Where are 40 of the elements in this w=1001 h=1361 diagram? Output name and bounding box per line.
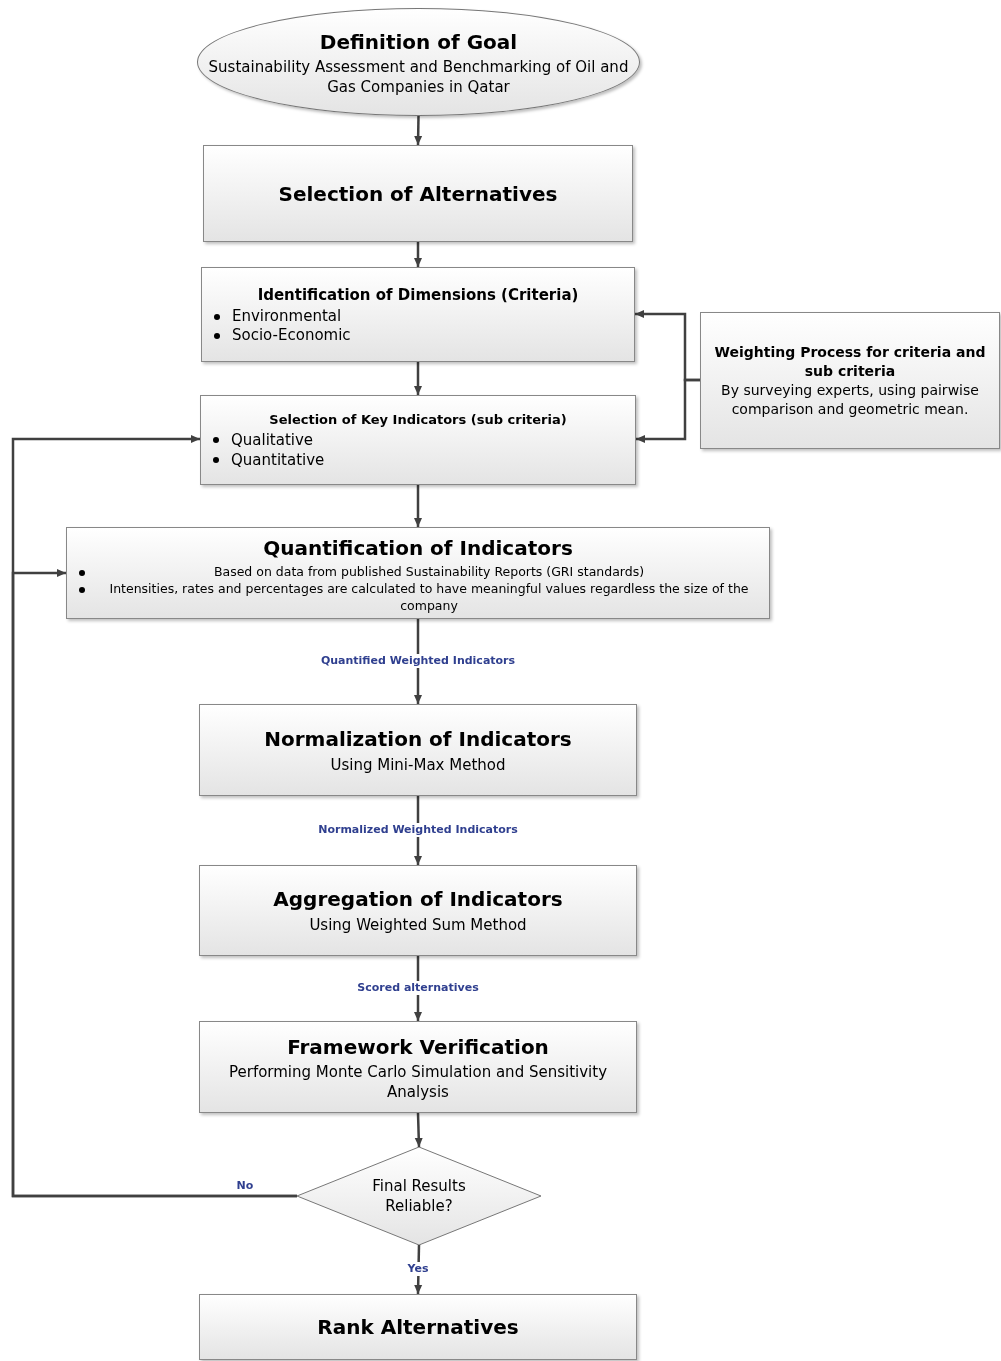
process-box [199, 1021, 637, 1113]
node-title: Rank Alternatives [317, 1314, 519, 1341]
arrow [11, 569, 297, 1198]
bullet-text: Environmental [232, 306, 342, 326]
node-title: Aggregation of Indicators [273, 886, 563, 914]
arrow [414, 242, 422, 267]
process-box [201, 267, 635, 362]
arrow [414, 485, 422, 527]
process-box [66, 527, 770, 619]
node-title: Weighting Process for criteria and sub criteria [713, 342, 987, 381]
decision-text: Final Results Reliable? [371, 1176, 467, 1216]
process-box [200, 395, 636, 485]
arrow [414, 619, 422, 704]
arrow [414, 362, 422, 395]
arrow [636, 378, 700, 443]
node-subtitle: Sustainability Assessment and Benchmarking of Oil and Gas Companies in Qatar [207, 57, 630, 97]
process-box [203, 145, 633, 242]
node-subtitle: Performing Monte Carlo Simulation and Sensitivity Analysis [227, 1062, 608, 1102]
node-title: Selection of Alternatives [278, 180, 558, 208]
arrow [414, 115, 423, 146]
bullet-text: Intensities, rates and percentages are calculated to have meaningful values regardless the size of the company [108, 579, 750, 614]
process-box [199, 1294, 637, 1360]
node-title: Framework Verification [287, 1034, 549, 1061]
process-box [199, 704, 637, 796]
note-box [700, 312, 1000, 449]
bullet-text: Socio-Economic [232, 325, 351, 345]
node-title: Definition of Goal [319, 29, 518, 56]
node-subtitle: Using Weighted Sum Method [308, 915, 528, 937]
node-title: Quantification of Indicators [262, 534, 574, 562]
node-title: Selection of Key Indicators (sub criteria) [268, 411, 568, 430]
node-title: Normalization of Indicators [264, 725, 572, 753]
decision-diamond [297, 1147, 541, 1245]
process-box [199, 865, 637, 956]
bullet-text: Quantitative [231, 449, 325, 470]
node-title: Identification of Dimensions (Criteria) [256, 285, 580, 307]
note-text: By surveying experts, using pairwise comparison and geometric mean. [720, 380, 980, 419]
bullet-text: Based on data from published Sustainability Reports (GRI standards) [212, 562, 646, 580]
arrow [414, 1112, 423, 1148]
node-subtitle: Using Mini-Max Method [329, 754, 507, 776]
bullet-text: Qualitative [231, 429, 314, 450]
